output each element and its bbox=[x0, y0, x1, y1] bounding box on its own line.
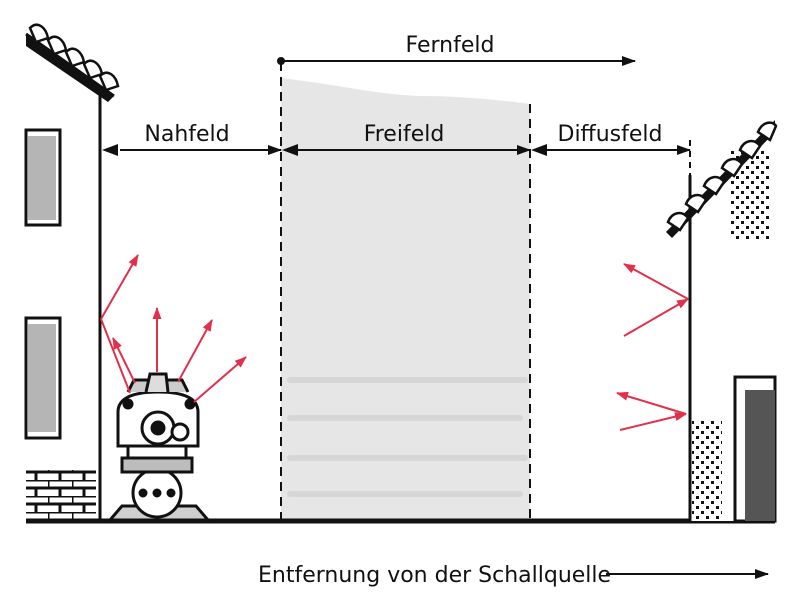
nahfeld-label: Nahfeld bbox=[144, 122, 229, 147]
freifeld-arrow-left-head bbox=[282, 144, 298, 156]
emission-arrow bbox=[177, 319, 213, 383]
emission-arrow bbox=[112, 337, 136, 384]
emission-arrow bbox=[100, 318, 131, 394]
reflection-arrow bbox=[616, 391, 687, 415]
dotted-wall-lower bbox=[692, 420, 722, 520]
diffusfeld-label: Diffusfeld bbox=[558, 122, 663, 147]
reflection-arrow bbox=[100, 254, 139, 320]
roof-tiles-right bbox=[666, 120, 778, 238]
incident-arrow bbox=[619, 412, 687, 431]
distance-axis-label: Entfernung von der Schallquelle bbox=[258, 563, 611, 588]
sound-source-machine bbox=[106, 372, 212, 522]
emission-arrows bbox=[100, 254, 247, 403]
incident-arrow bbox=[623, 298, 689, 337]
freefield-faint-text bbox=[287, 377, 528, 497]
window-upper-left bbox=[24, 128, 62, 227]
diffusfeld-arrow-left-head bbox=[531, 144, 547, 156]
fernfeld-indicator bbox=[277, 56, 636, 66]
reflection-arrow bbox=[623, 263, 689, 300]
window-lower-left bbox=[24, 316, 62, 440]
house-right bbox=[666, 120, 778, 523]
freifeld-label: Freifeld bbox=[364, 122, 445, 147]
fernfeld-label: Fernfeld bbox=[406, 33, 495, 58]
diffuse-reflections bbox=[616, 263, 689, 431]
brick-base bbox=[26, 470, 96, 520]
freefield-zone bbox=[281, 78, 530, 520]
house-left bbox=[24, 23, 120, 522]
roof-tiles-left bbox=[25, 23, 120, 102]
nahfeld-arrow-left-head bbox=[102, 144, 118, 156]
door-right bbox=[733, 375, 777, 523]
emission-arrow bbox=[193, 356, 247, 403]
